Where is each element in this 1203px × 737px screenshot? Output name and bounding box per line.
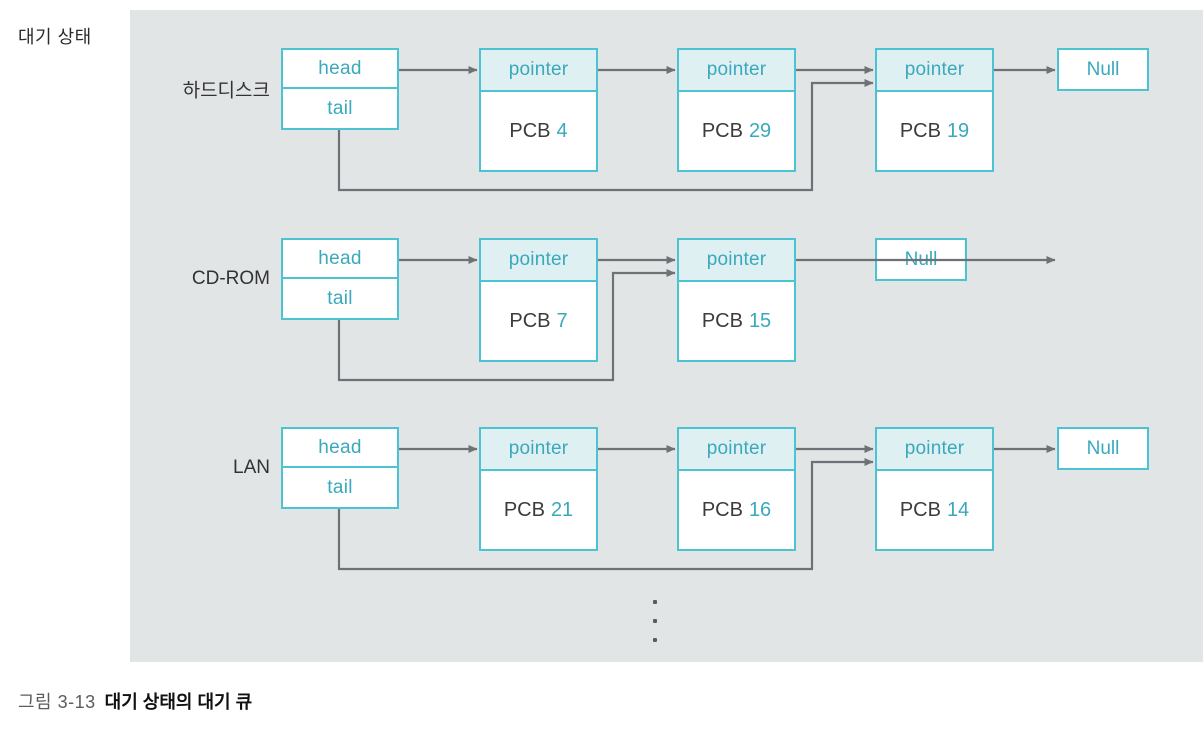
queue-label-lan: LAN — [233, 457, 270, 478]
ellipsis-dot — [653, 600, 657, 604]
pcb-node-21[interactable]: pointer PCB 21 — [479, 427, 598, 551]
pcb-node-4[interactable]: pointer PCB 4 — [479, 48, 598, 172]
pcb-node-14[interactable]: pointer PCB 14 — [875, 427, 994, 551]
figure-caption: 그림 3-13 대기 상태의 대기 큐 — [18, 688, 252, 714]
ellipsis-dot — [653, 638, 657, 642]
tail-cell-lan[interactable]: tail — [327, 476, 353, 498]
head-cell-cdrom[interactable]: head — [283, 240, 397, 279]
pcb-node-7[interactable]: pointer PCB 7 — [479, 238, 598, 362]
pcb-body-15: PCB 15 — [679, 282, 794, 360]
pcb-prefix: PCB — [701, 498, 743, 521]
pcb-id: 19 — [946, 119, 970, 142]
tail-cell-cdrom[interactable]: tail — [327, 287, 353, 309]
pcb-node-15[interactable]: pointer PCB 15 — [677, 238, 796, 362]
null-terminator-lan: Null — [1057, 427, 1149, 470]
head-cell-harddisk[interactable]: head — [283, 50, 397, 89]
pcb-node-29[interactable]: pointer PCB 29 — [677, 48, 796, 172]
pcb-body-16: PCB 16 — [679, 471, 794, 549]
pcb-id: 4 — [556, 119, 568, 142]
vertical-ellipsis — [650, 600, 660, 642]
pointer-header-pcb-21[interactable]: pointer — [481, 429, 596, 471]
pcb-prefix: PCB — [899, 119, 941, 142]
head-cell-lan[interactable]: head — [283, 429, 397, 468]
tail-cell-harddisk[interactable]: tail — [327, 97, 353, 119]
head-tail-box-lan[interactable]: head tail — [281, 427, 399, 509]
pcb-body-7: PCB 7 — [481, 282, 596, 360]
null-terminator-harddisk: Null — [1057, 48, 1149, 91]
pcb-prefix: PCB — [503, 498, 545, 521]
pcb-prefix: PCB — [701, 309, 743, 332]
pointer-header-pcb-15[interactable]: pointer — [679, 240, 794, 282]
pcb-body-19: PCB 19 — [877, 92, 992, 170]
queue-label-harddisk: 하드디스크 — [182, 80, 270, 102]
pcb-prefix: PCB — [509, 309, 551, 332]
pointer-header-pcb-16[interactable]: pointer — [679, 429, 794, 471]
pcb-prefix: PCB — [701, 119, 743, 142]
pcb-node-19[interactable]: pointer PCB 19 — [875, 48, 994, 172]
pcb-id: 21 — [550, 498, 574, 521]
pointer-header-pcb-14[interactable]: pointer — [877, 429, 992, 471]
ellipsis-dot — [653, 619, 657, 623]
pcb-prefix: PCB — [899, 498, 941, 521]
pcb-id: 7 — [556, 309, 568, 332]
pcb-id: 15 — [748, 309, 772, 332]
pcb-id: 16 — [748, 498, 772, 521]
pcb-id: 29 — [748, 119, 772, 142]
pcb-body-14: PCB 14 — [877, 471, 992, 549]
head-tail-box-cdrom[interactable]: head tail — [281, 238, 399, 320]
pcb-body-29: PCB 29 — [679, 92, 794, 170]
caption-text: 대기 상태의 대기 큐 — [104, 692, 253, 712]
pcb-id: 14 — [946, 498, 970, 521]
pcb-node-16[interactable]: pointer PCB 16 — [677, 427, 796, 551]
pcb-prefix: PCB — [509, 119, 551, 142]
pointer-header-pcb-7[interactable]: pointer — [481, 240, 596, 282]
head-tail-box-harddisk[interactable]: head tail — [281, 48, 399, 130]
waiting-state-label: 대기 상태 — [18, 27, 92, 47]
queue-label-cdrom: CD-ROM — [191, 268, 270, 289]
pointer-header-pcb-19[interactable]: pointer — [877, 50, 992, 92]
pcb-body-4: PCB 4 — [481, 92, 596, 170]
caption-number: 그림 3-13 — [18, 692, 96, 712]
pcb-body-21: PCB 21 — [481, 471, 596, 549]
null-terminator-cdrom: Null — [875, 238, 967, 281]
pointer-header-pcb-29[interactable]: pointer — [679, 50, 794, 92]
pointer-header-pcb-4[interactable]: pointer — [481, 50, 596, 92]
